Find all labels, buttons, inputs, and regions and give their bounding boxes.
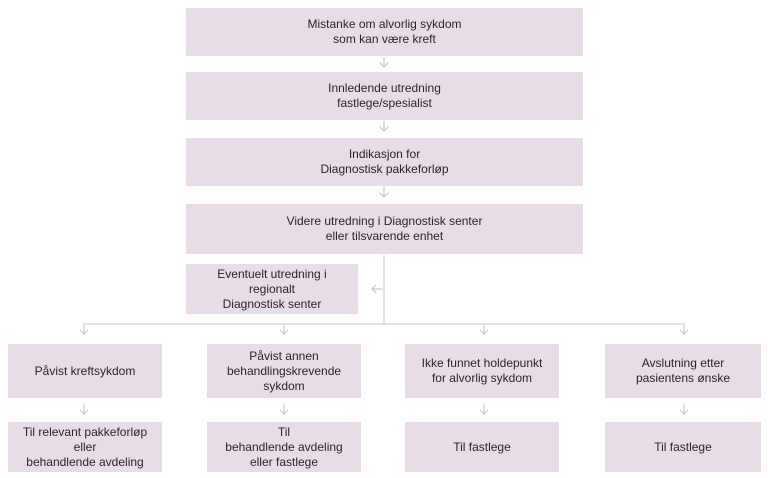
- arrow-down-icon: [379, 186, 389, 198]
- arrow-down-icon: [79, 325, 89, 335]
- arrow-down-icon: [379, 120, 389, 132]
- node-other-disease: Påvist annen behandlingskrevende sykdom: [207, 344, 361, 398]
- node-initial-workup: Innledende utredning fastlege/spesialist: [186, 72, 583, 120]
- node-nothing-found: Ikke funnet holdepunkt for alvorlig sykd…: [405, 344, 559, 398]
- node-to-gp-2: Til fastlege: [605, 422, 761, 472]
- arrow-down-icon: [479, 404, 489, 415]
- arrow-down-icon: [279, 325, 289, 335]
- arrow-down-icon: [679, 325, 689, 335]
- node-to-gp-1: Til fastlege: [405, 422, 559, 472]
- arrow-left-icon: [371, 284, 383, 294]
- node-cancer-found: Påvist kreftsykdom: [8, 344, 162, 398]
- node-to-cancer-pathway: Til relevant pakkeforløp eller behandlen…: [8, 422, 162, 472]
- node-patient-wish: Avslutning etter pasientens ønske: [605, 344, 761, 398]
- arrow-down-icon: [479, 325, 489, 335]
- arrow-down-icon: [279, 404, 289, 415]
- node-suspicion: Mistanke om alvorlig sykdom som kan være…: [186, 8, 583, 56]
- arrow-down-icon: [679, 404, 689, 415]
- node-regional-center: Eventuelt utredning i regionalt Diagnost…: [186, 264, 358, 314]
- arrow-down-icon: [79, 404, 89, 415]
- node-indication: Indikasjon for Diagnostisk pakkeforløp: [186, 138, 583, 186]
- node-to-treating-dept: Til behandlende avdeling eller fastlege: [207, 422, 361, 472]
- arrow-down-icon: [379, 57, 389, 68]
- node-further-workup: Videre utredning i Diagnostisk senter el…: [186, 204, 583, 254]
